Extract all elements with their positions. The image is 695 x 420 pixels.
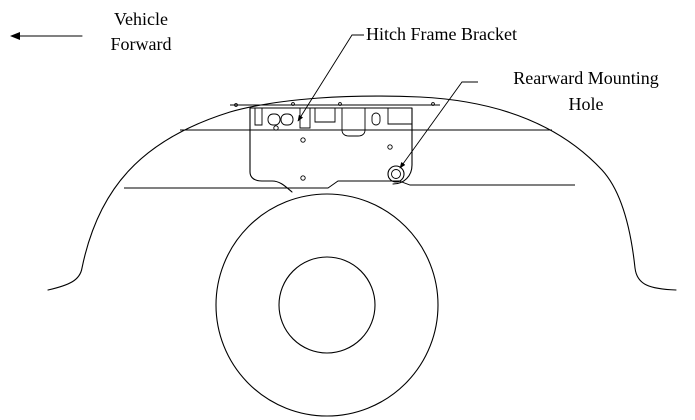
frame-rail-lower — [124, 180, 575, 189]
rivet-4 — [431, 102, 435, 106]
bracket-label: Hitch Frame Bracket — [366, 24, 517, 44]
rivet-3 — [338, 102, 342, 106]
rearward-mounting-hole — [387, 165, 405, 183]
leader-arrow-icon — [297, 34, 364, 122]
bracket-left-edge — [249, 107, 293, 193]
wheel-rim — [278, 256, 376, 354]
leader-arrow-icon — [399, 81, 478, 169]
bracket-dot-1 — [273, 125, 279, 131]
bracket-dot-3 — [387, 144, 393, 150]
mounting-hole-outer — [387, 165, 405, 183]
mounting-hole-inner — [391, 169, 401, 179]
bracket-corner — [387, 108, 412, 125]
arrowhead-icon — [10, 32, 20, 40]
direction-label-line-2: Forward — [111, 34, 172, 54]
bracket-hole-b — [280, 113, 294, 126]
tire — [215, 193, 439, 417]
bracket-slot — [299, 108, 311, 129]
hole-leader — [399, 81, 478, 169]
hitch-frame-bracket — [234, 102, 435, 193]
bracket-leader — [297, 34, 364, 122]
rivet-1 — [234, 103, 238, 107]
bracket-outline — [249, 107, 413, 185]
rivet-2 — [291, 102, 295, 106]
vehicle-forward-arrow — [10, 32, 83, 40]
hole-label-line-2: Hole — [569, 94, 604, 114]
bracket-dot-2 — [300, 137, 306, 143]
bracket-notch-1 — [254, 108, 263, 126]
bracket-dot-4 — [300, 175, 306, 181]
hole-label-line-1: Rearward Mounting — [513, 68, 658, 88]
bracket-hole-c — [371, 112, 381, 126]
bracket-tab — [314, 108, 336, 123]
bracket-hole-a — [267, 113, 281, 126]
bracket-cutout — [341, 108, 366, 137]
wheel-well-outer-arch — [47, 95, 677, 291]
direction-label-line-1: Vehicle — [114, 9, 168, 29]
